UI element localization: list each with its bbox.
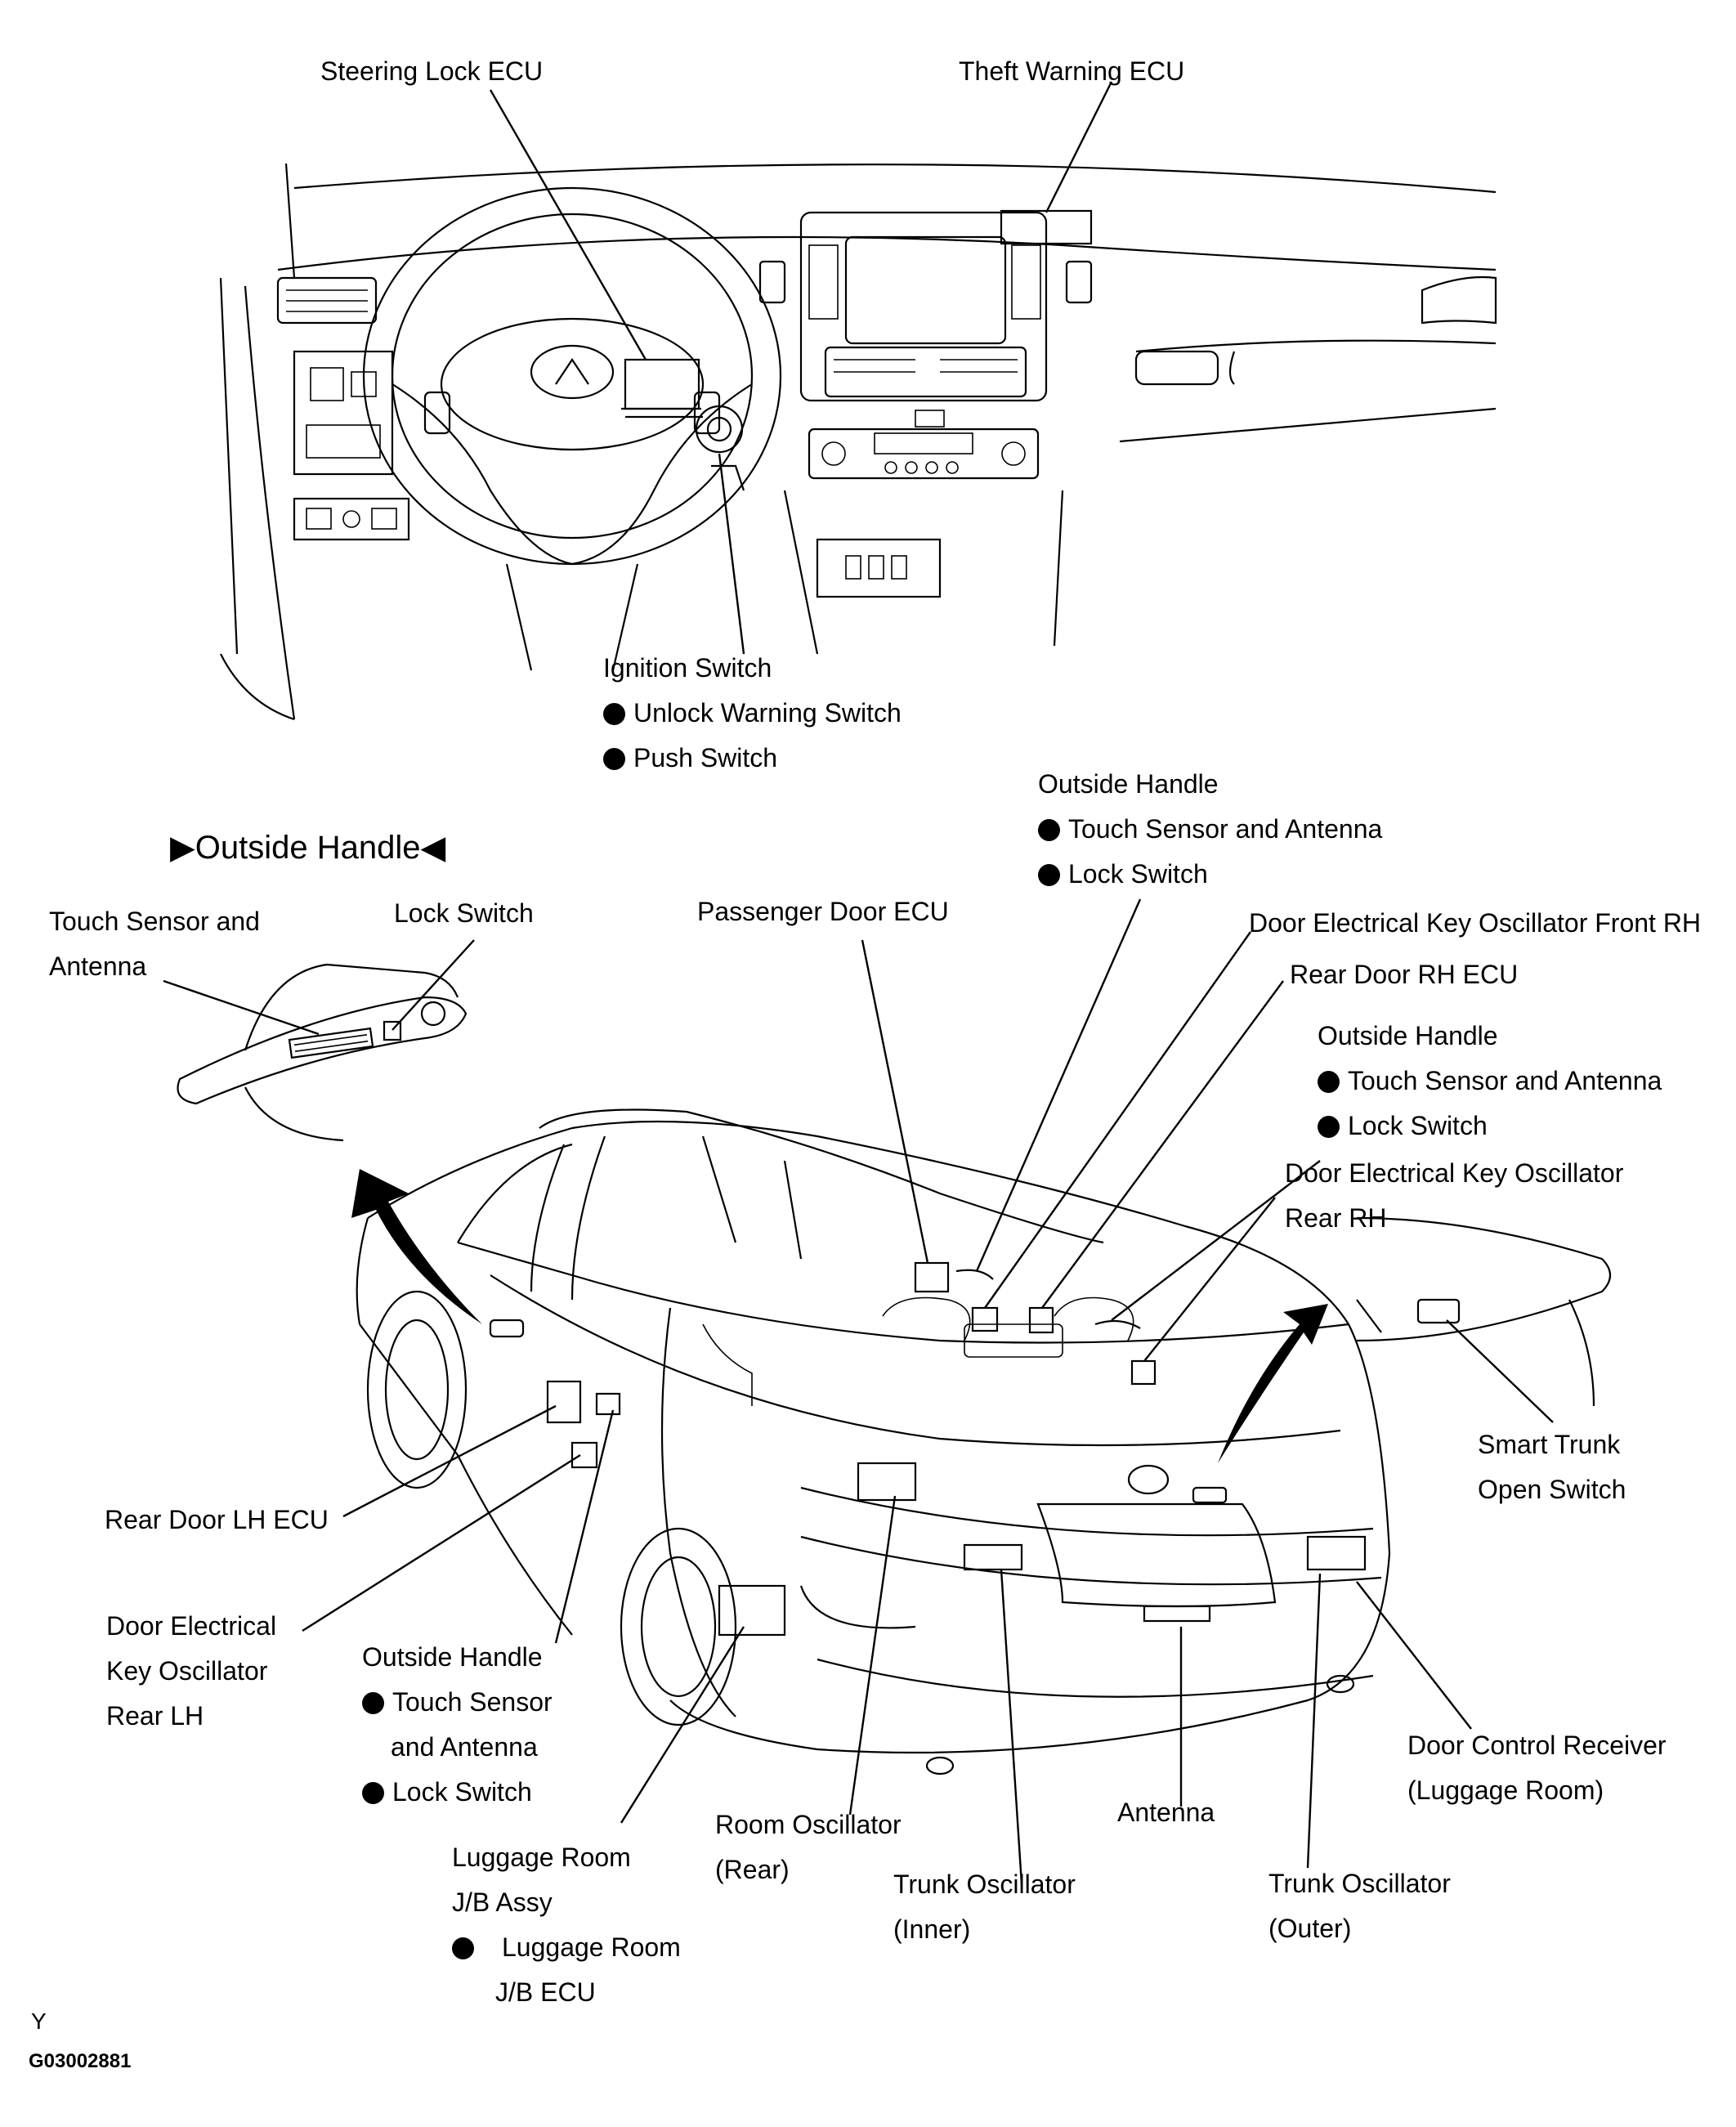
label-door-osc-rear-rh: Door Electrical Key Oscillator Rear RH — [1285, 1151, 1657, 1241]
ignition-switch-title: Ignition Switch — [603, 653, 772, 683]
line: (Rear) — [715, 1855, 790, 1884]
line: Room Oscillator — [715, 1810, 902, 1839]
ignition-item-text: Unlock Warning Switch — [633, 698, 902, 728]
label-outside-handle-rear-rh: Outside Handle Touch Sensor and Antenna … — [1318, 1014, 1662, 1149]
line: Trunk Oscillator — [1268, 1869, 1451, 1898]
line: Door Control Receiver — [1407, 1731, 1667, 1760]
outside-handle-inset-drawing — [177, 963, 468, 1142]
line: Luggage Room — [452, 1843, 631, 1872]
item: Touch Sensor and Antenna — [1038, 807, 1382, 852]
line: (Outer) — [1268, 1914, 1352, 1943]
item-cont: J/B ECU — [495, 1977, 596, 2007]
label-rear-door-lh-ecu: Rear Door LH ECU — [105, 1505, 329, 1534]
line: Door Electrical Key Oscillator — [1285, 1158, 1624, 1188]
title: Outside Handle — [1318, 1021, 1498, 1050]
footer-figure-code: G03002881 — [29, 2050, 132, 2072]
label-ignition-switch: Ignition Switch Unlock Warning Switch Pu… — [603, 646, 902, 781]
label-inset-touch-sensor: Touch Sensor and Antenna — [49, 899, 260, 989]
line: Key Oscillator — [106, 1656, 268, 1686]
leader-lines — [163, 81, 1554, 1885]
bullet-icon — [362, 1692, 384, 1714]
bullet-icon — [1318, 1071, 1340, 1093]
label-outside-handle-rear-lh: Outside Handle Touch Sensor and Antenna … — [362, 1635, 553, 1815]
label-door-osc-front-rh: Door Electrical Key Oscillator Front RH — [1249, 908, 1702, 938]
label-inset-lock-switch: Lock Switch — [394, 898, 534, 928]
line: Rear RH — [1285, 1203, 1387, 1233]
title: Outside Handle — [362, 1642, 543, 1672]
label-trunk-osc-outer: Trunk Oscillator (Outer) — [1268, 1861, 1451, 1951]
line: (Inner) — [893, 1914, 971, 1944]
item-text: Lock Switch — [1068, 859, 1208, 889]
line: Door Electrical — [106, 1611, 277, 1641]
item-text: Touch Sensor — [392, 1687, 553, 1717]
label-antenna: Antenna — [1117, 1798, 1215, 1827]
label-room-oscillator: Room Oscillator (Rear) — [715, 1802, 902, 1892]
item-cont: and Antenna — [391, 1732, 538, 1762]
bullet-icon — [1038, 819, 1060, 841]
direction-arrows — [351, 1169, 1328, 1463]
item-text: Lock Switch — [1348, 1111, 1488, 1140]
label-luggage-jb: Luggage Room J/B Assy Luggage Room J/B E… — [452, 1835, 681, 2015]
line: (Luggage Room) — [1407, 1775, 1604, 1805]
item: Touch Sensor and Antenna — [1318, 1059, 1662, 1104]
line: Smart Trunk — [1478, 1430, 1621, 1459]
label-smart-trunk-switch: Smart Trunk Open Switch — [1478, 1422, 1626, 1512]
dashboard-drawing — [219, 163, 1497, 721]
line: Rear LH — [106, 1701, 204, 1731]
item: Lock Switch — [1038, 852, 1382, 897]
item: Lock Switch — [1318, 1104, 1662, 1149]
bullet-icon — [452, 1937, 474, 1959]
line: Trunk Oscillator — [893, 1870, 1076, 1899]
bullet-icon — [362, 1782, 384, 1804]
label-outside-handle-front-rh: Outside Handle Touch Sensor and Antenna … — [1038, 762, 1382, 897]
label-theft-warning-ecu: Theft Warning ECU — [959, 56, 1185, 86]
bullet-icon — [603, 703, 625, 725]
ignition-item-unlock-warning: Unlock Warning Switch — [603, 691, 902, 736]
label-trunk-osc-inner: Trunk Oscillator (Inner) — [893, 1862, 1076, 1952]
line: Antenna — [49, 952, 147, 981]
bullet-icon — [1318, 1116, 1340, 1138]
line: Open Switch — [1478, 1475, 1626, 1504]
line: Touch Sensor and — [49, 907, 260, 936]
item-text: Touch Sensor and Antenna — [1068, 814, 1383, 844]
ignition-item-text: Push Switch — [633, 743, 778, 772]
outside-handle-heading: ▶Outside Handle◀ — [170, 830, 446, 866]
item: Touch Sensor — [362, 1680, 553, 1725]
line: J/B Assy — [452, 1887, 553, 1917]
item: Lock Switch — [362, 1770, 553, 1815]
label-rear-door-rh-ecu: Rear Door RH ECU — [1290, 960, 1519, 989]
label-door-control-receiver: Door Control Receiver (Luggage Room) — [1407, 1723, 1667, 1813]
item-text: Lock Switch — [392, 1777, 532, 1807]
bullet-icon — [1038, 864, 1060, 886]
item: Luggage Room — [452, 1925, 681, 1970]
bullet-icon — [603, 748, 625, 770]
label-door-osc-rear-lh: Door Electrical Key Oscillator Rear LH — [106, 1604, 276, 1739]
item-text: Luggage Room — [502, 1932, 681, 1962]
ignition-item-push: Push Switch — [603, 736, 902, 781]
footer-code-y: Y — [31, 2008, 47, 2034]
label-steering-lock-ecu: Steering Lock ECU — [320, 56, 544, 86]
label-passenger-door-ecu: Passenger Door ECU — [697, 897, 949, 926]
item-text: Touch Sensor and Antenna — [1348, 1066, 1662, 1095]
title: Outside Handle — [1038, 769, 1219, 799]
